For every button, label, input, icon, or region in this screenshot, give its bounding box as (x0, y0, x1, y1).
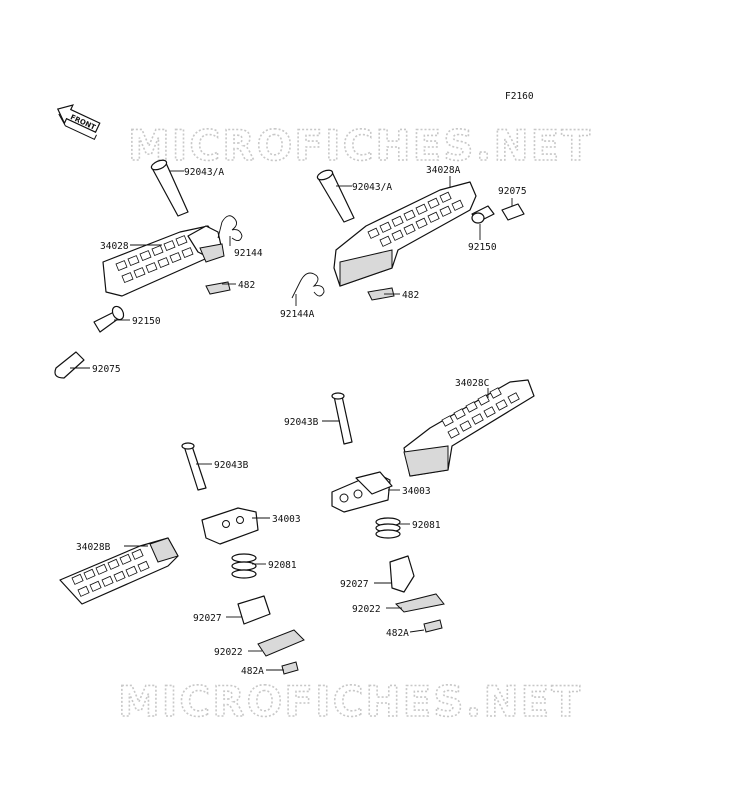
plate-92022-left (257, 629, 305, 657)
clip-482-right (367, 287, 395, 301)
pin-92043b-right (331, 392, 353, 445)
figure-code: F2160 (505, 91, 534, 102)
bracket-34003-left (201, 507, 259, 545)
spring-92144 (217, 215, 243, 241)
label-92081-left: 92081 (268, 560, 297, 571)
plate-92022-right (395, 593, 445, 613)
label-92043a-right: 92043/A (352, 182, 392, 193)
label-92027-left: 92027 (193, 613, 222, 624)
bracket-34003-right (331, 471, 393, 513)
label-482-right: 482 (402, 290, 419, 301)
label-92043a-left: 92043/A (184, 167, 224, 178)
label-34003-left: 34003 (272, 514, 301, 525)
label-92043b-left: 92043B (214, 460, 249, 471)
label-92081-right: 92081 (412, 520, 441, 531)
label-92022-right: 92022 (352, 604, 381, 615)
leader-lines (70, 170, 513, 671)
label-34028: 34028 (100, 241, 129, 252)
footpeg-34028a (333, 181, 477, 287)
rubber-92075-left (54, 351, 85, 379)
label-482a-left: 482A (241, 666, 264, 677)
footpeg-34028 (102, 225, 225, 297)
rubber-92075-right (501, 203, 525, 221)
label-34028c: 34028C (455, 378, 489, 389)
block-92027-left (237, 595, 271, 625)
label-92150-right: 92150 (468, 242, 497, 253)
spring-92081-left (231, 553, 257, 579)
label-92027-right: 92027 (340, 579, 369, 590)
label-92043b-right: 92043B (284, 417, 319, 428)
block-92027-right (389, 555, 415, 593)
label-92075-top: 92075 (498, 186, 527, 197)
watermark-top: MICROFICHES.NET (128, 121, 592, 170)
footpeg-34028c (403, 379, 535, 477)
part-labels: 92043/A 92043/A 34028A 92075 34028 92144… (76, 165, 527, 677)
clip-482a-left (281, 661, 299, 675)
pin-92043b-left (181, 442, 207, 491)
label-92144a: 92144A (280, 309, 315, 320)
footpeg-34028b (59, 537, 179, 605)
clip-482-left (205, 281, 231, 295)
label-482-left: 482 (238, 280, 255, 291)
clevis-pin-92150-left (93, 305, 125, 333)
label-92144: 92144 (234, 248, 263, 259)
label-92075-left: 92075 (92, 364, 121, 375)
label-34028a: 34028A (426, 165, 461, 176)
label-92022-left: 92022 (214, 647, 243, 658)
label-92150-left: 92150 (132, 316, 161, 327)
label-34028b: 34028B (76, 542, 111, 553)
clip-482a-right (423, 619, 443, 633)
watermark-bottom: MICROFICHES.NET (118, 677, 582, 726)
front-arrow-icon: FRONT (56, 104, 101, 141)
pin-92043a-left (150, 159, 189, 217)
pin-92043a-right (316, 169, 355, 223)
spring-92144a (291, 272, 325, 299)
label-482a-right: 482A (386, 628, 409, 639)
label-34003-right: 34003 (402, 486, 431, 497)
spring-92081-right (375, 517, 401, 539)
clevis-pin-92150-right (471, 205, 495, 224)
